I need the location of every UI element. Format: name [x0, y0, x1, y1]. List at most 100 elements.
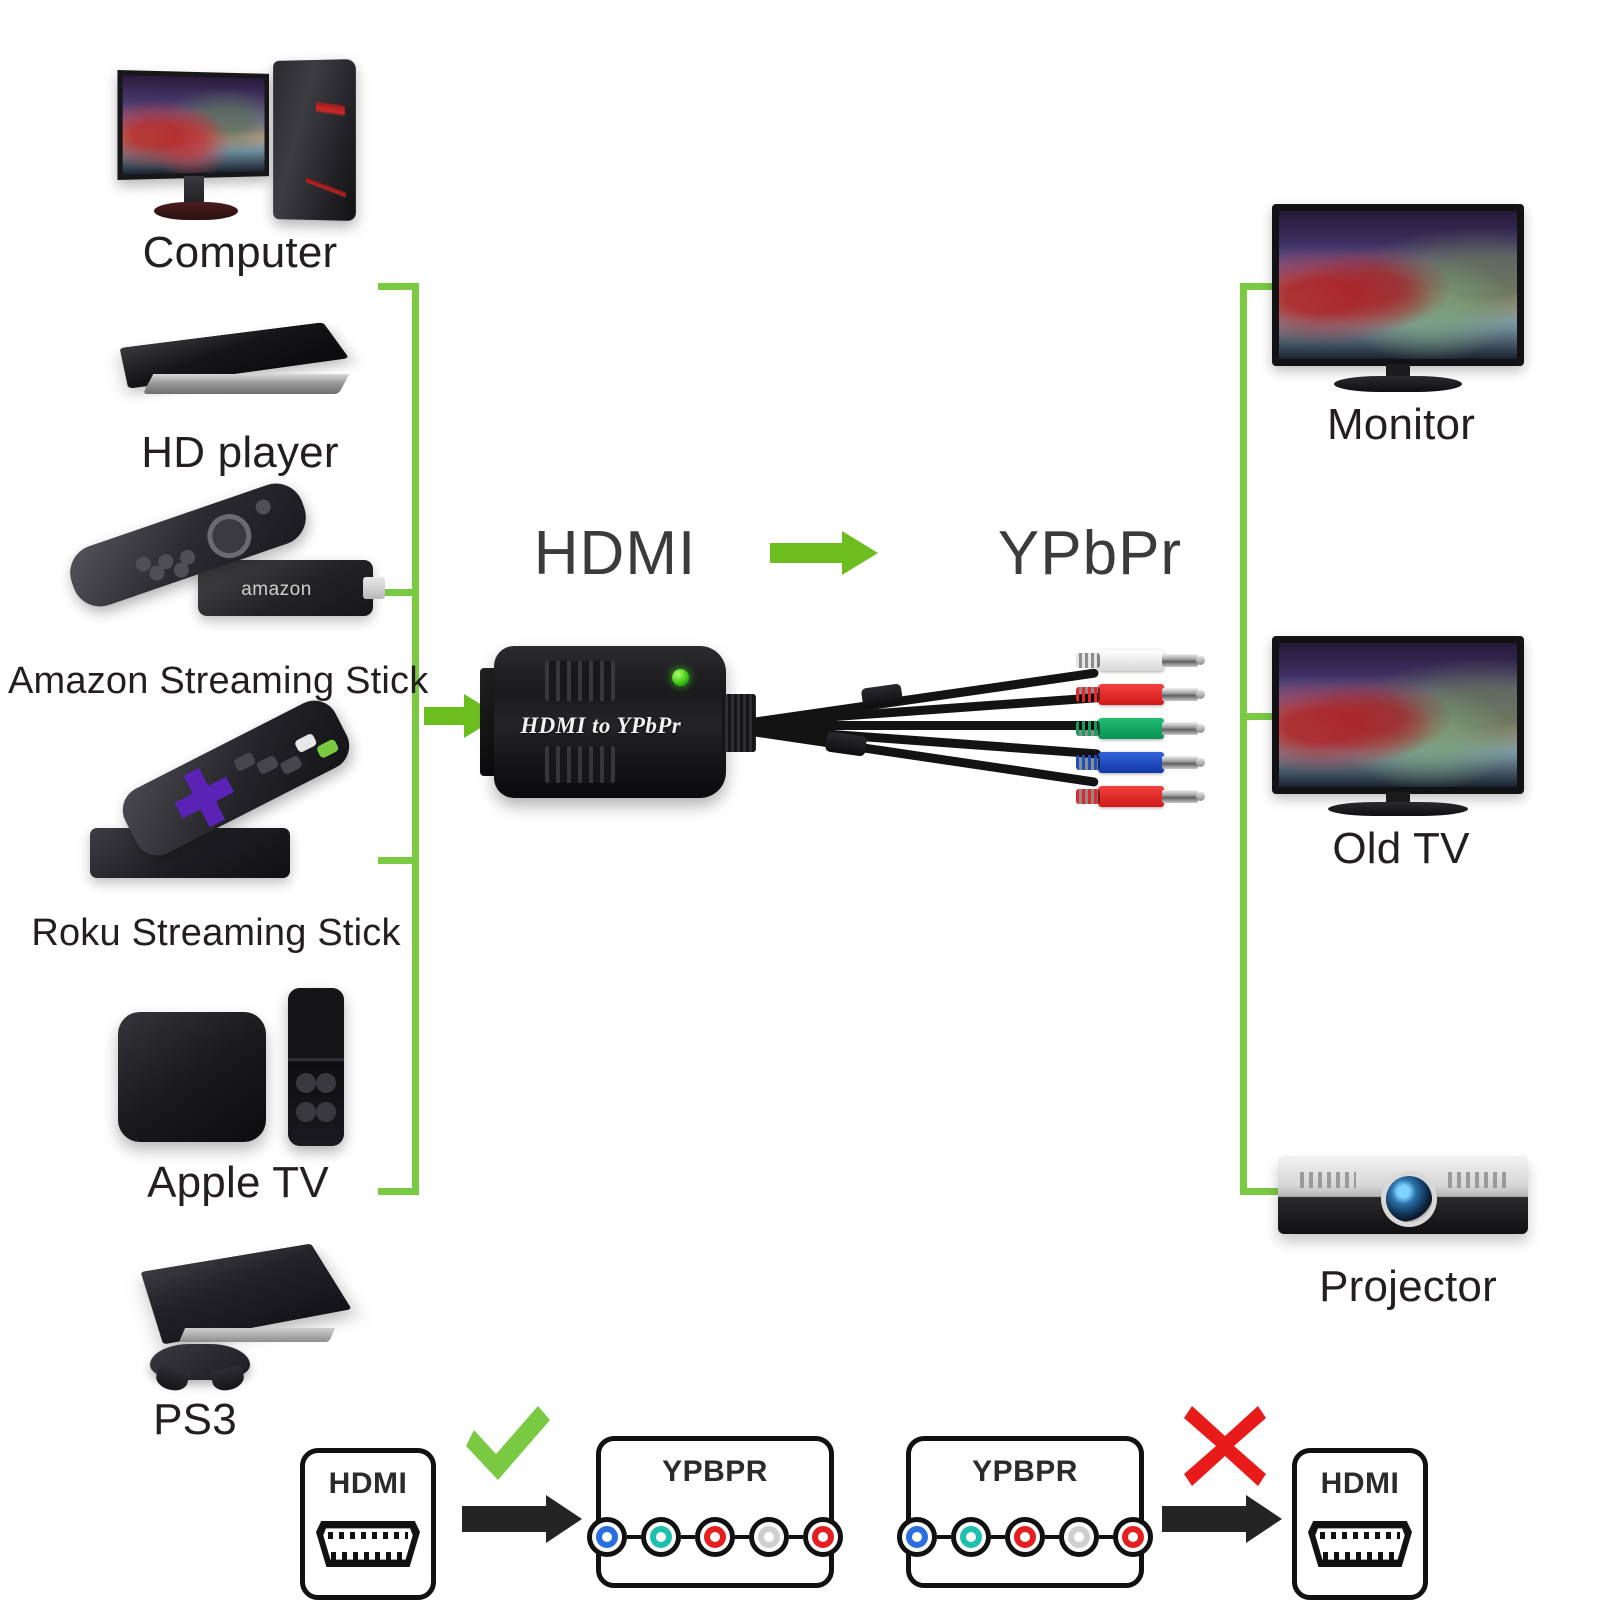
- ps3-controller: [150, 1344, 250, 1380]
- compare-hdmi-source-label: HDMI: [305, 1467, 431, 1501]
- rca-plug-blue: [1098, 752, 1164, 773]
- remote-button: [316, 1102, 336, 1122]
- projector-lens-icon: [1386, 1176, 1432, 1222]
- projector-vent-right: [1448, 1172, 1510, 1188]
- pc-tower: [273, 59, 356, 221]
- output-label-old-tv: Old TV: [1266, 824, 1536, 874]
- device-hd-player: [100, 312, 368, 422]
- remote-navigation-ring: [201, 508, 257, 564]
- compare-hdmi-target-label: HDMI: [1297, 1467, 1423, 1501]
- device-old-tv: [1272, 636, 1524, 820]
- output-label-monitor: Monitor: [1266, 400, 1536, 450]
- device-apple-tv: [118, 988, 358, 1148]
- jack-link: [1045, 1535, 1059, 1539]
- jack-link: [991, 1535, 1005, 1539]
- remote-button: [316, 1073, 336, 1093]
- amazon-brand-text: amazon: [198, 579, 355, 601]
- compare-ypbpr-target-label: YPBPR: [601, 1455, 829, 1489]
- plug-strain-relief: [1076, 755, 1100, 770]
- plug-metal-tip: [1162, 790, 1198, 803]
- plug-strain-relief: [1076, 789, 1100, 804]
- jack-link: [627, 1535, 641, 1539]
- rca-plug-green: [1098, 718, 1164, 739]
- remote-button: [232, 751, 256, 772]
- plug-strain-relief: [1076, 653, 1100, 668]
- format-conversion-arrow-icon: [770, 530, 890, 576]
- rca-plug-red-2: [1098, 786, 1164, 807]
- plug-strain-relief: [1076, 687, 1100, 702]
- apple-tv-remote: [288, 988, 344, 1146]
- source-stub-roku: [378, 857, 419, 864]
- source-label-roku-stick: Roku Streaming Stick: [8, 912, 424, 955]
- stick-hdmi-tip: [363, 577, 385, 599]
- input-format-heading: HDMI: [470, 518, 760, 589]
- remote-button: [296, 1102, 316, 1122]
- cable-ferrite-lower: [825, 731, 867, 756]
- plug-metal-tip: [1162, 722, 1198, 735]
- hdmi-port-icon: [316, 1521, 420, 1567]
- green-check-icon: [458, 1404, 552, 1488]
- source-label-ps3: PS3: [60, 1395, 330, 1445]
- hdmi-pins-row-bottom: [331, 1552, 406, 1559]
- white-jack-icon: [1059, 1517, 1099, 1557]
- hd-player-front: [143, 374, 350, 394]
- white-jack-icon: [749, 1517, 789, 1557]
- hdmi-pins-row-top: [1320, 1532, 1399, 1539]
- jack-link: [1099, 1535, 1113, 1539]
- red-jack-icon: [695, 1517, 735, 1557]
- remote-button: [294, 733, 318, 754]
- output-stub-projector: [1240, 1188, 1282, 1195]
- monitor-screen: [117, 70, 269, 180]
- power-led-icon: [672, 669, 689, 686]
- remote-power-button: [253, 498, 272, 517]
- supported-conversion-arrow-icon: [462, 1495, 588, 1543]
- ps3-front-strip: [179, 1328, 335, 1342]
- source-label-apple-tv: Apple TV: [58, 1158, 418, 1208]
- compare-hdmi-source-box: HDMI: [300, 1448, 436, 1600]
- hdmi-port-icon: [1308, 1521, 1412, 1567]
- device-computer: [112, 52, 362, 232]
- monitor-stand-base: [1334, 376, 1462, 392]
- output-bus-vertical: [1240, 283, 1247, 1195]
- cyan-jack-icon: [641, 1517, 681, 1557]
- projector-vent-left: [1300, 1172, 1356, 1188]
- blue-jack-icon: [587, 1517, 627, 1557]
- output-label-projector: Projector: [1258, 1262, 1558, 1312]
- converter-body: HDMI to YPbPr: [494, 646, 726, 798]
- red-jack-icon: [1005, 1517, 1045, 1557]
- plug-metal-tip: [1162, 654, 1198, 667]
- remote-button: [279, 755, 303, 776]
- unsupported-conversion-arrow-icon: [1162, 1495, 1288, 1543]
- plug-metal-tip: [1162, 756, 1198, 769]
- rca-plug-red-1: [1098, 684, 1164, 705]
- jack-link: [937, 1535, 951, 1539]
- plug-metal-tip: [1162, 688, 1198, 701]
- jack-link: [735, 1535, 749, 1539]
- converter-ridges-top: [545, 661, 615, 701]
- remote-touchpad: [288, 988, 344, 1058]
- blue-jack-icon: [897, 1517, 937, 1557]
- source-stub-computer: [378, 283, 419, 290]
- fire-stick-body: amazon: [198, 560, 373, 616]
- jack-link: [681, 1535, 695, 1539]
- remote-button: [255, 754, 279, 775]
- compare-hdmi-target-box: HDMI: [1292, 1448, 1428, 1600]
- device-amazon-stick: amazon: [58, 500, 378, 640]
- device-ps3: [136, 1232, 406, 1400]
- jack-link: [789, 1535, 803, 1539]
- rca-plug-white: [1098, 650, 1164, 671]
- old-tv-panel: [1272, 636, 1524, 794]
- red-jack-icon: [803, 1517, 843, 1557]
- compare-ypbpr-target-box: YPBPR: [596, 1436, 834, 1588]
- compare-ypbpr-source-box: YPBPR: [906, 1436, 1144, 1588]
- source-label-hd-player: HD player: [60, 428, 420, 478]
- device-roku-stick: [72, 736, 382, 886]
- device-projector: [1278, 1146, 1528, 1258]
- hdmi-pins-row-top: [328, 1532, 407, 1539]
- plug-strain-relief: [1076, 721, 1100, 736]
- converter-ridges-bottom: [545, 746, 615, 782]
- monitor-base: [154, 202, 238, 220]
- output-format-heading: YPbPr: [930, 518, 1250, 589]
- remote-button: [296, 1073, 316, 1093]
